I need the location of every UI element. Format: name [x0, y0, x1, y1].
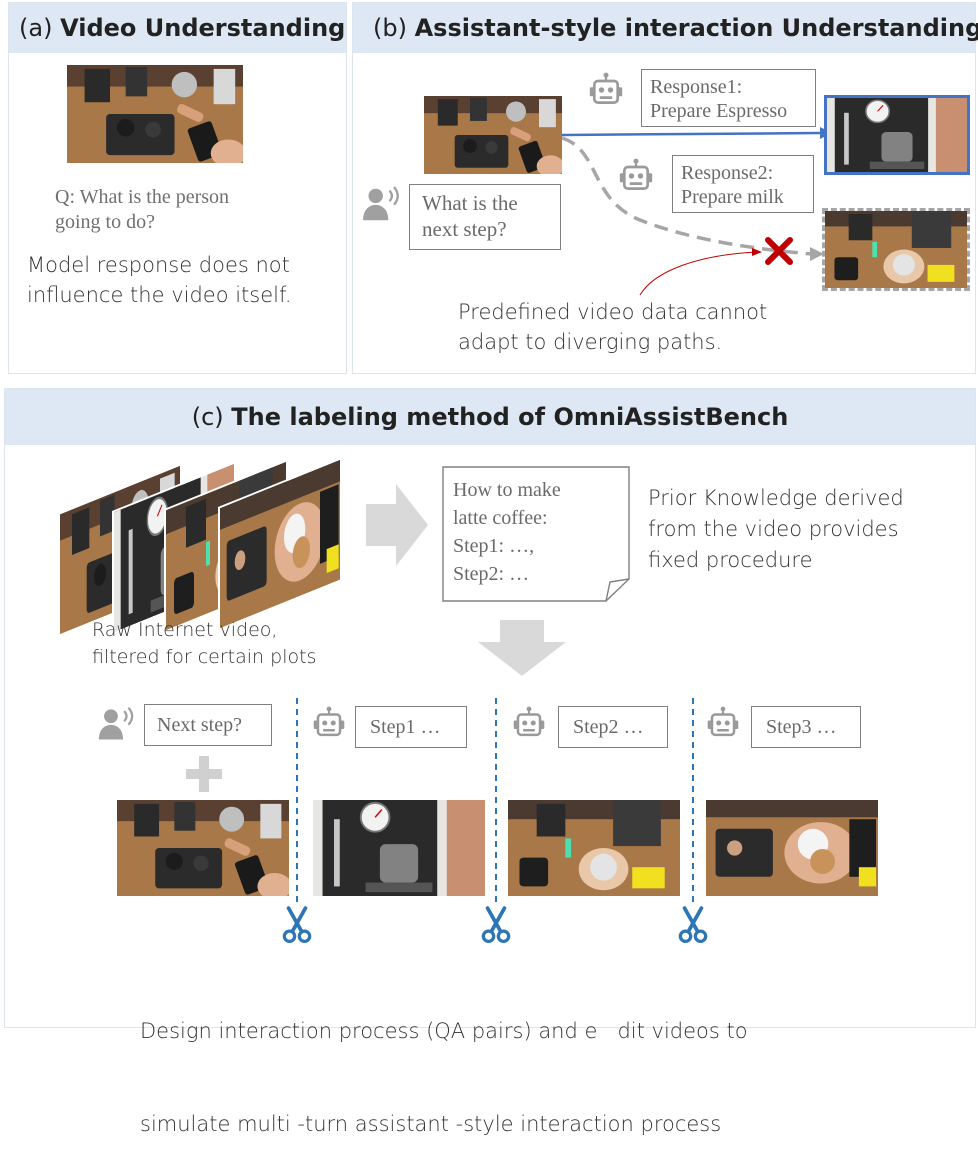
segment-frame-3 [508, 800, 680, 896]
note-line-1: Model response does not [27, 253, 290, 277]
bottom-caption-line-2: simulate multi -turn assistant -style in… [140, 1112, 722, 1136]
document-text: How to make latte coffee: Step1: …, Step… [453, 476, 561, 588]
solid-arrow [561, 131, 821, 137]
step3-box: Step3 … [751, 706, 861, 748]
raw-caption-line-2: filtered for certain plots [92, 646, 317, 668]
raw-video-caption: Raw Internet video, filtered for certain… [92, 617, 316, 671]
step3-text: Step3 … [766, 716, 837, 738]
down-arrow-icon [478, 620, 566, 676]
panel-b-prefix: (b) [373, 14, 407, 42]
user-question-line-1: What is the [422, 191, 518, 215]
plus-icon [186, 756, 222, 792]
user-query-box: Next step? [144, 704, 272, 746]
pointer-line [639, 251, 757, 296]
doc-line-3: Step1: …, [453, 535, 535, 557]
scissor-icon [678, 906, 708, 944]
panel-c-prefix: (c) [191, 403, 224, 431]
prior-line-3: fixed procedure [648, 548, 813, 572]
panel-c-header: (c) The labeling method of OmniAssistBen… [5, 389, 975, 445]
panel-b-note-line-2: adapt to diverging paths. [458, 330, 723, 354]
scissor-icon [481, 906, 511, 944]
response2-box: Response2: Prepare milk [672, 155, 814, 213]
question-line-1: Q: What is the person [55, 186, 230, 208]
user-question-box: What is the next step? [409, 184, 561, 250]
doc-line-4: Step2: … [453, 563, 530, 585]
dashed-arrow-head [810, 247, 824, 261]
prior-line-2: from the video provides [648, 517, 899, 541]
bottom-caption: Design interaction process (QA pairs) an… [140, 954, 748, 1171]
user-query-text: Next step? [157, 714, 242, 736]
prior-line-1: Prior Knowledge derived [648, 486, 904, 510]
right-arrow-icon [366, 484, 428, 566]
panel-b-arrows [561, 127, 832, 296]
step2-box: Step2 … [558, 706, 668, 748]
document-box [442, 466, 630, 602]
panel-b-header: (b) Assistant-style interaction Understa… [353, 3, 978, 53]
panel-a-header: (a) Video Understanding [9, 3, 346, 53]
step2-text: Step2 … [573, 716, 644, 738]
response1-box: Response1: Prepare Espresso [641, 69, 816, 127]
doc-line-2: latte coffee: [453, 507, 548, 529]
response1-frame [824, 95, 970, 175]
response2-text: Prepare milk [681, 186, 784, 208]
panel-a-question: Q: What is the person going to do? [55, 185, 229, 235]
panel-b-note-line-1: Predefined video data cannot [458, 300, 768, 324]
note-line-2: influence the video itself. [27, 283, 292, 307]
step1-text: Step1 … [370, 716, 441, 738]
dashed-arrow [561, 136, 813, 256]
segment-frame-2 [313, 800, 485, 896]
user-question-line-2: next step? [422, 217, 507, 241]
response1-text: Prepare Espresso [650, 100, 788, 122]
response2-label: Response2: [681, 162, 774, 184]
question-line-2: going to do? [55, 211, 155, 233]
segment-frame-4 [706, 800, 878, 896]
panel-c-title: The labeling method of OmniAssistBench [231, 403, 789, 431]
panel-a-title: Video Understanding [60, 14, 346, 42]
panel-a-note: Model response does not influence the vi… [27, 250, 292, 310]
raw-caption-line-1: Raw Internet video, [92, 619, 278, 641]
panel-b-note: Predefined video data cannot adapt to di… [458, 297, 767, 357]
cross-icon [765, 237, 793, 265]
pointer-head [752, 248, 762, 256]
response1-label: Response1: [650, 76, 743, 98]
step1-box: Step1 … [355, 706, 467, 748]
cut-lines [296, 698, 694, 904]
segment-frame-1 [117, 800, 289, 896]
prior-knowledge-text: Prior Knowledge derived from the video p… [648, 483, 904, 576]
panel-a: (a) Video Understanding Q: What is the p… [8, 2, 347, 374]
scissor-icon [282, 906, 312, 944]
panel-b-title: Assistant-style interaction Understandin… [414, 14, 978, 42]
response2-frame [822, 208, 970, 291]
panel-a-prefix: (a) [19, 14, 53, 42]
doc-line-1: How to make [453, 479, 561, 501]
